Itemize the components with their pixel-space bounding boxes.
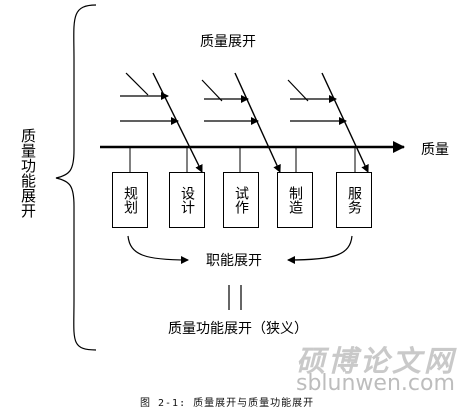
function-box-3: 试作 — [223, 172, 259, 228]
function-label-3: 试作 — [233, 186, 249, 214]
bone-2 — [234, 72, 281, 173]
function-arc-right — [287, 235, 353, 264]
top-label: 质量展开 — [200, 34, 256, 50]
function-label-4: 制造 — [287, 186, 303, 214]
function-box-1: 规划 — [112, 172, 148, 228]
function-label-5: 服务 — [346, 186, 362, 214]
narrow-qfd-label: 质量功能展开（狭义） — [168, 321, 308, 337]
watermark-text: 硕博论文网 — [296, 344, 457, 378]
function-label-1: 规划 — [122, 186, 138, 214]
function-arc-left — [127, 235, 189, 264]
function-box-2: 设计 — [169, 172, 205, 228]
left-brace — [55, 4, 97, 351]
function-box-4: 制造 — [277, 172, 313, 228]
figure-caption: 图 2-1: 质量展开与质量功能展开 — [140, 398, 315, 409]
watermark-url: sblunwen.com — [296, 371, 455, 396]
function-expansion-label: 职能展开 — [206, 253, 262, 269]
side-label: 质量功能展开 — [19, 128, 37, 218]
axis-label: 质量 — [421, 142, 449, 158]
function-box-5: 服务 — [336, 172, 372, 228]
function-label-2: 设计 — [179, 186, 195, 214]
bone-1 — [152, 72, 203, 173]
bone-3 — [321, 72, 369, 173]
